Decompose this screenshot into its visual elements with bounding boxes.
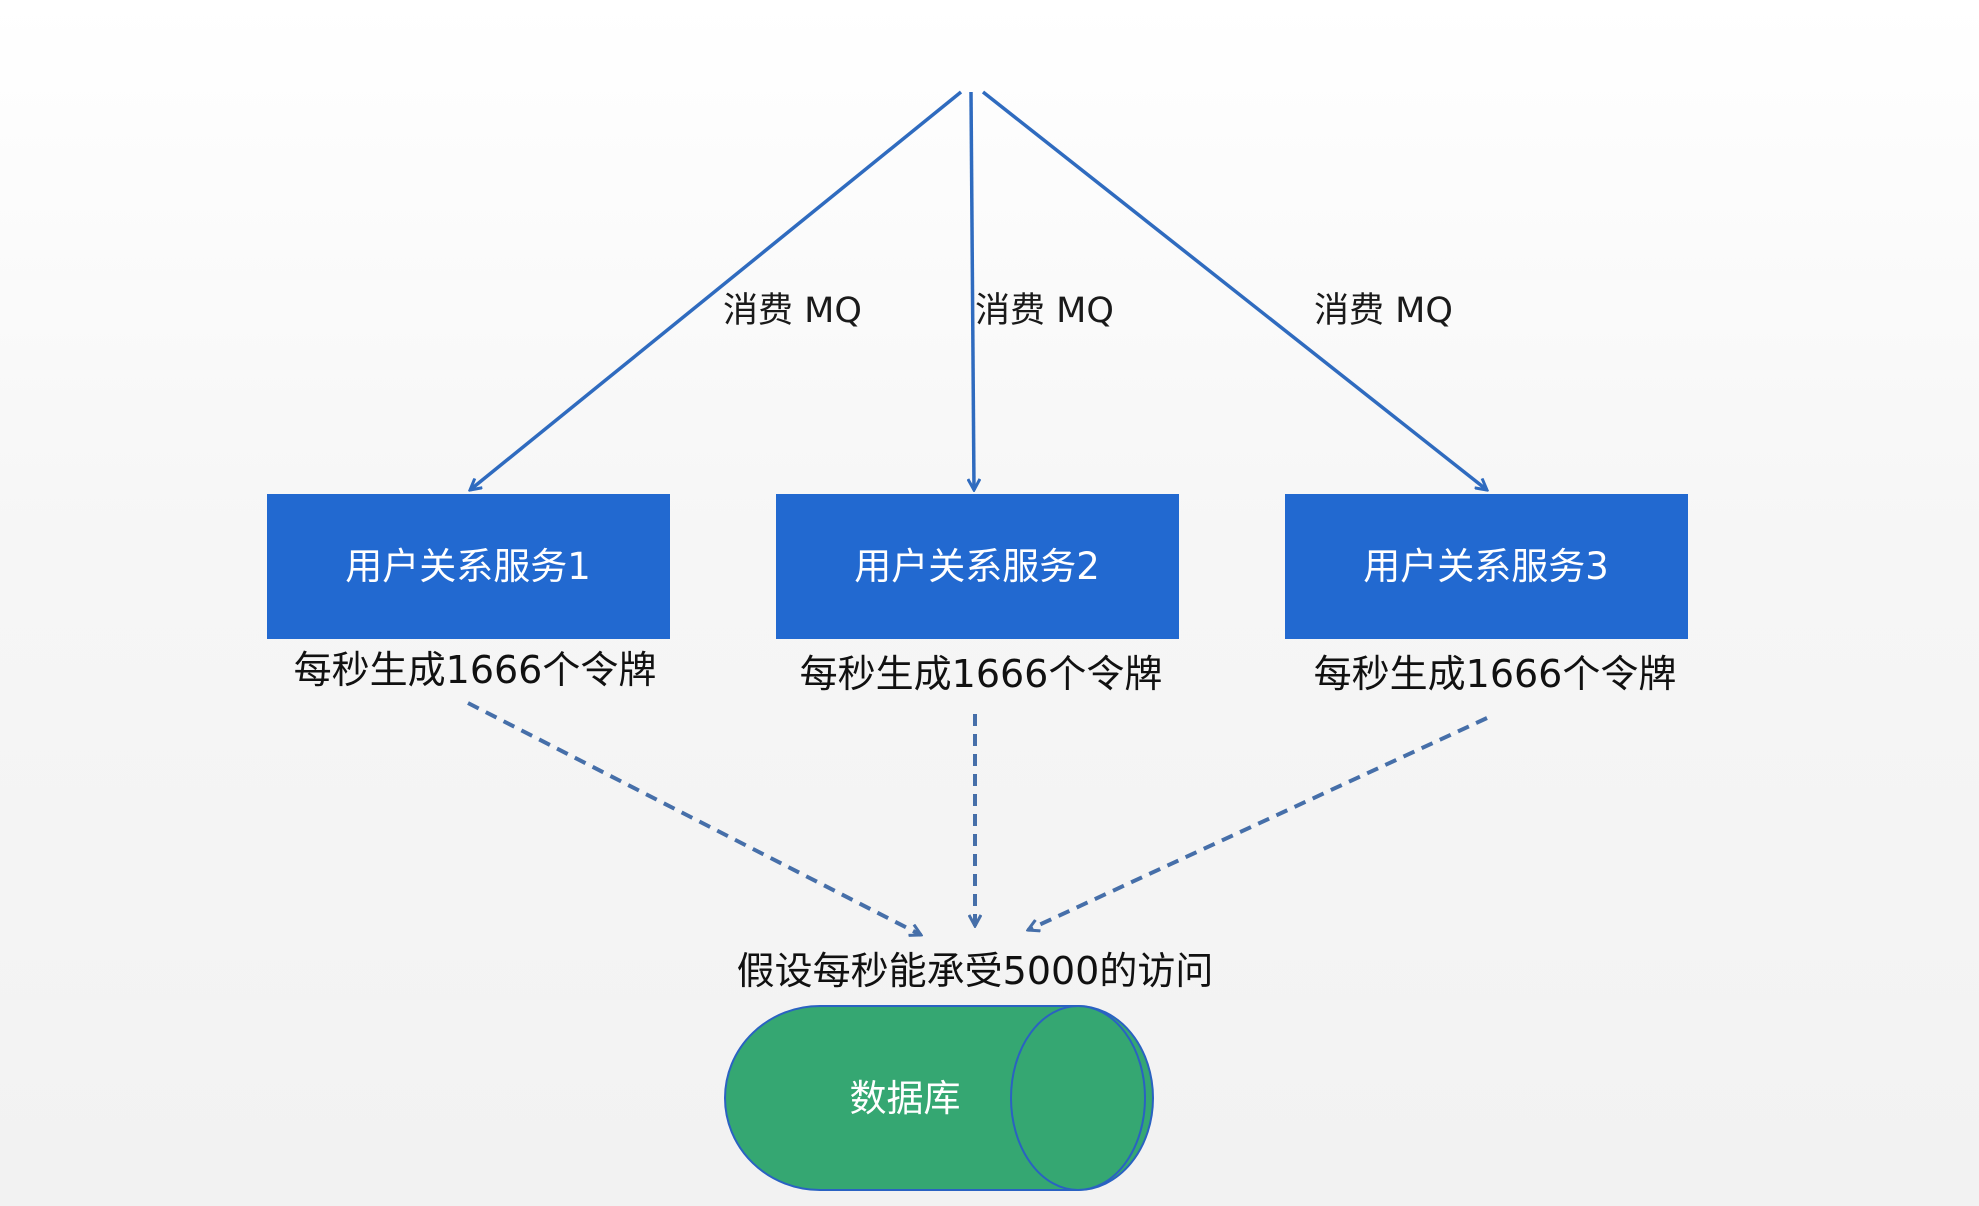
token-rate-label-2: 每秒生成1666个令牌 xyxy=(800,652,1163,696)
service-node-3: 用户关系服务3 xyxy=(1285,494,1688,639)
service-node-2: 用户关系服务2 xyxy=(776,494,1179,639)
service-box-2 xyxy=(776,494,1179,639)
dashed-arrow-service-3 xyxy=(1028,716,1488,930)
service-label-2: 用户关系服务2 xyxy=(854,545,1100,588)
consume-mq-label-1: 消费 MQ xyxy=(723,291,862,331)
db-capacity-label: 假设每秒能承受5000的访问 xyxy=(737,949,1214,993)
database-node: 数据库 xyxy=(724,1005,1154,1191)
mq-arrow-service-2 xyxy=(971,91,974,490)
mq-arrow-service-3 xyxy=(981,90,1487,490)
token-rate-label-1: 每秒生成1666个令牌 xyxy=(294,648,657,692)
consume-mq-label-3: 消费 MQ xyxy=(1314,291,1453,331)
database-label: 数据库 xyxy=(850,1077,961,1120)
dashed-arrow-service-1 xyxy=(467,701,921,935)
service-node-1: 用户关系服务1 xyxy=(267,494,670,639)
mq-arrow-service-1 xyxy=(470,90,963,490)
service-label-1: 用户关系服务1 xyxy=(345,545,591,588)
database-cylinder-end xyxy=(1010,1005,1146,1191)
service-box-1 xyxy=(267,494,670,639)
service-label-3: 用户关系服务3 xyxy=(1363,545,1609,588)
token-rate-label-3: 每秒生成1666个令牌 xyxy=(1314,652,1677,696)
service-box-3 xyxy=(1285,494,1688,639)
consume-mq-label-2: 消费 MQ xyxy=(975,291,1114,331)
